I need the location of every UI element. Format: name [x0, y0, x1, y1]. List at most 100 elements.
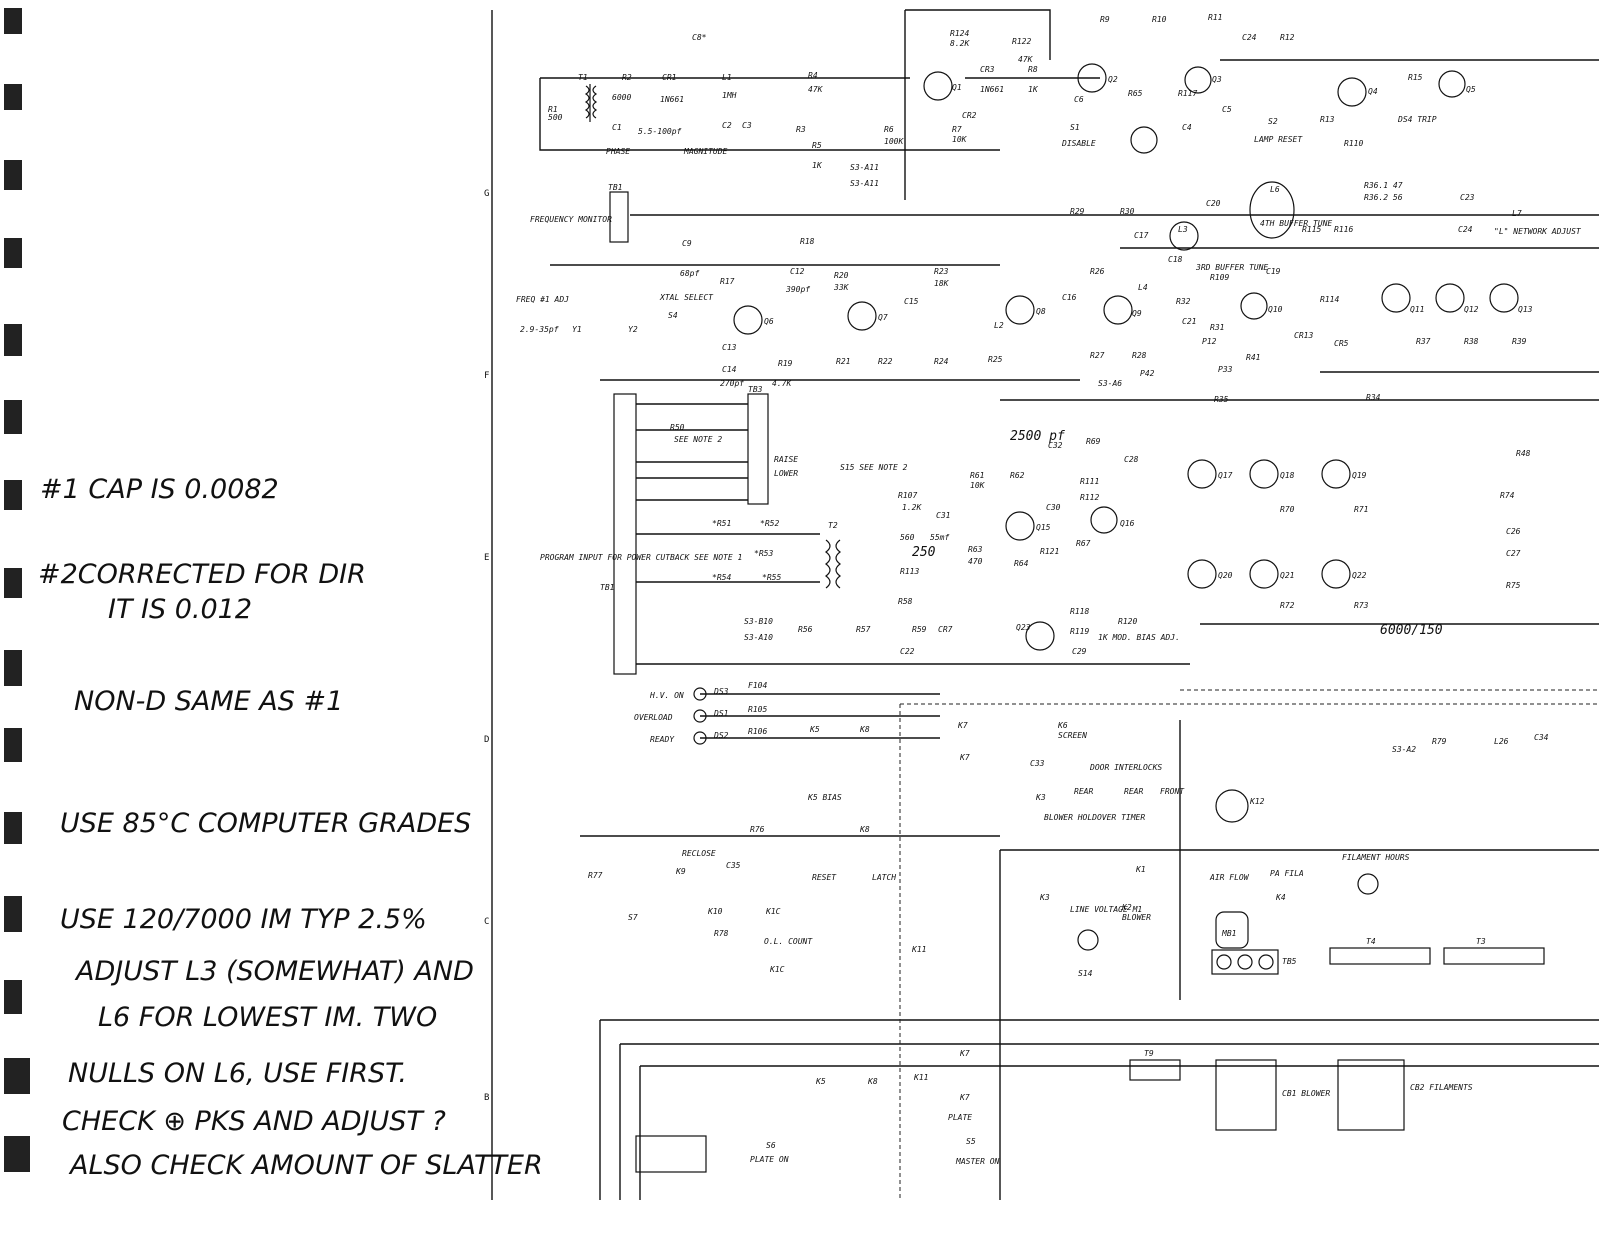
- label-r25: R25: [988, 355, 1003, 364]
- label-freq-adj: FREQ #1 ADJ: [516, 295, 569, 304]
- label-c26: C26: [1506, 527, 1521, 536]
- transistor-q3: [1184, 66, 1212, 94]
- label-r53: *R53: [754, 549, 773, 558]
- transistor-q15: [1005, 511, 1035, 541]
- label-y1: Y1: [572, 325, 582, 334]
- label-r116: R116: [1334, 225, 1353, 234]
- label-r78: R78: [714, 929, 729, 938]
- label-c14: C14: [722, 365, 737, 374]
- label-r13: R13: [1320, 115, 1335, 124]
- label-r122: R122: [1012, 37, 1031, 46]
- label-cr13: CR13: [1294, 331, 1313, 340]
- label-s3-b10: S3-B10: [744, 617, 773, 626]
- blower-motor-mb1: [1215, 911, 1249, 949]
- label-l1: L1: [722, 73, 732, 82]
- value-r122: 47K: [1018, 55, 1034, 64]
- label-q4: Q4: [1368, 87, 1378, 96]
- label-r65: R65: [1128, 89, 1143, 98]
- label-l2: L2: [994, 321, 1004, 330]
- label-r72: R72: [1280, 601, 1295, 610]
- label-q1: Q1: [952, 83, 962, 92]
- label-k8c: K8: [867, 1077, 878, 1086]
- label-f104: F104: [748, 681, 767, 690]
- label-reclose: RECLOSE: [682, 849, 716, 858]
- label-l6: L6: [1270, 185, 1280, 194]
- label-r8: R8: [1028, 65, 1038, 74]
- switch-block-s4-s7: [635, 1135, 707, 1173]
- label-lower: LOWER: [774, 469, 798, 478]
- label-k11: K11: [911, 945, 926, 954]
- label-r39: R39: [1512, 337, 1527, 346]
- label-k7: K7: [957, 721, 968, 730]
- label-r30: R30: [1120, 207, 1135, 216]
- label-s5: S5: [966, 1137, 976, 1146]
- label-c8: C8*: [692, 33, 707, 42]
- label-l7: L7: [1512, 209, 1522, 218]
- transformer-t2: [825, 539, 841, 589]
- label-r112: R112: [1080, 493, 1099, 502]
- label-cr7: CR7: [938, 625, 953, 634]
- terminal-2: [1237, 954, 1253, 970]
- value-r5: 1K: [812, 161, 823, 170]
- value-cr3: 1N661: [980, 85, 1004, 94]
- transistor-q18: [1249, 459, 1279, 489]
- transistor-q11: [1381, 283, 1411, 313]
- label-c9: C9: [682, 239, 692, 248]
- label-reset: RESET: [812, 873, 837, 882]
- punch-mark: [4, 650, 22, 686]
- transformer-t9: [1129, 1059, 1181, 1081]
- label-r77: R77: [588, 871, 603, 880]
- label-blower: BLOWER: [1122, 913, 1151, 922]
- label-r37: R37: [1416, 337, 1431, 346]
- label-air-flow: AIR FLOW: [1209, 873, 1250, 882]
- label-r114: R114: [1320, 295, 1339, 304]
- label-tb1: TB1: [608, 183, 622, 192]
- label-c4: C4: [1182, 123, 1192, 132]
- label-ds3: DS3: [713, 687, 729, 696]
- label-s14: S14: [1078, 969, 1093, 978]
- label-r24b: R24: [934, 357, 949, 366]
- punch-mark: [4, 896, 22, 932]
- label-q6: Q6: [764, 317, 774, 326]
- label-r23: R23: [934, 267, 949, 276]
- value-r61: 10K: [970, 481, 986, 490]
- label-r9: R9: [1100, 15, 1110, 24]
- punch-mark: [4, 84, 22, 110]
- label-blower-timer: BLOWER HOLDOVER TIMER: [1044, 813, 1145, 822]
- label-k7d: K7: [959, 1093, 970, 1102]
- label-r50: R50: [670, 423, 685, 432]
- value-r23: 18K: [934, 279, 950, 288]
- label-k2: K2: [1121, 903, 1132, 912]
- label-c27: C27: [1506, 549, 1521, 558]
- label-k11b: K11: [913, 1073, 928, 1082]
- binder-punch-marks: [4, 8, 30, 1172]
- value-c9: 68pf: [680, 269, 699, 278]
- label-door-interlocks: DOOR INTERLOCKS: [1089, 763, 1162, 772]
- label-frequency-monitor: FREQUENCY MONITOR: [530, 215, 612, 224]
- label-disable: DISABLE: [1061, 139, 1096, 148]
- terminal-block-tb1: [609, 191, 629, 243]
- label-ds2: DS2: [713, 731, 729, 740]
- label-t9: T9: [1144, 1049, 1154, 1058]
- label-r58: R58: [898, 597, 913, 606]
- row-markers: G F E D C B: [484, 189, 489, 1103]
- label-s15: S15 SEE NOTE 2: [840, 463, 908, 472]
- label-r3: R3: [796, 125, 806, 134]
- label-master-on: MASTER ON: [955, 1157, 1000, 1166]
- label-r2: R2: [622, 73, 632, 82]
- label-c34: C34: [1534, 733, 1549, 742]
- label-q22: Q22: [1352, 571, 1367, 580]
- label-r19: R19: [778, 359, 793, 368]
- row-marker: B: [484, 1093, 489, 1103]
- label-q11: Q11: [1410, 305, 1424, 314]
- label-ds1: DS1: [713, 709, 728, 718]
- handwritten-notes: #1 CAP IS 0.0082 #2CORRECTED FOR DIR IT …: [38, 474, 543, 1181]
- transistor-q17: [1187, 459, 1217, 489]
- label-q16: Q16: [1120, 519, 1135, 528]
- label-r56: R56: [798, 625, 813, 634]
- label-c15: C15: [904, 297, 919, 306]
- label-plate: PLATE: [948, 1113, 972, 1122]
- transformer-t3: [1443, 947, 1545, 965]
- punch-mark: [4, 812, 22, 844]
- value-c12: 390pf: [785, 285, 810, 294]
